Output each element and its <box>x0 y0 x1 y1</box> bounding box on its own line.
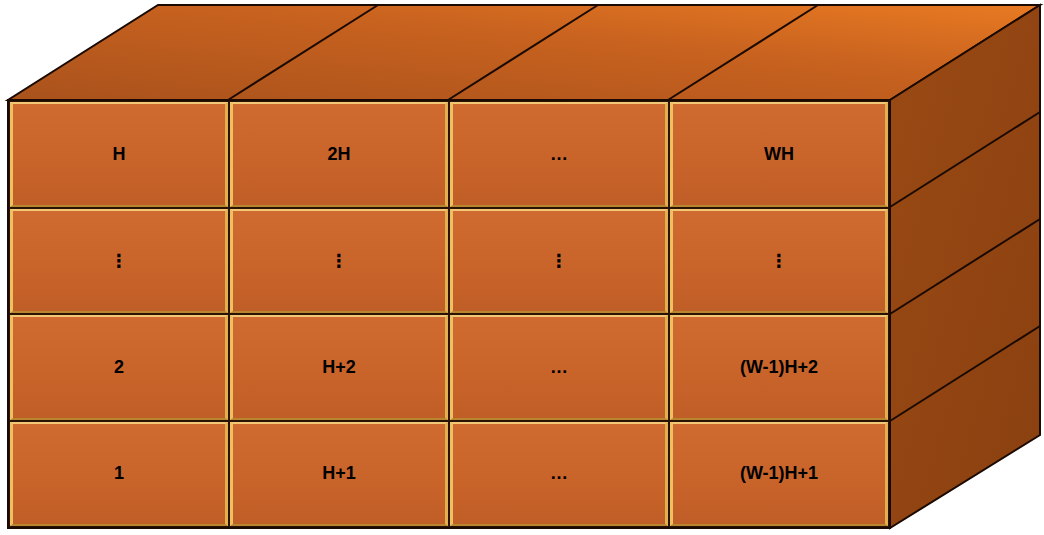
cell-label: 2H <box>327 144 350 165</box>
grid-cell: ⋮ <box>670 209 888 314</box>
grid-cell: H+1 <box>230 422 448 527</box>
cell-label: ⋮ <box>550 250 568 272</box>
grid-cell: ⋮ <box>450 209 668 314</box>
grid-cell: 2H <box>230 102 448 207</box>
grid-cell: WH <box>670 102 888 207</box>
cell-label: H+1 <box>322 463 356 484</box>
grid-cell: (W-1)H+2 <box>670 315 888 420</box>
cell-label: 1 <box>114 463 124 484</box>
cell-label: H+2 <box>322 357 356 378</box>
cell-label: ⋮ <box>770 250 788 272</box>
cell-label: … <box>550 463 568 484</box>
cell-label: (W-1)H+1 <box>740 463 818 484</box>
cell-label: … <box>550 357 568 378</box>
top-face <box>8 5 1040 100</box>
side-face <box>890 5 1040 528</box>
cell-label: WH <box>764 144 794 165</box>
grid-cell: 2 <box>10 315 228 420</box>
cell-label: H <box>113 144 126 165</box>
grid-cell: H <box>10 102 228 207</box>
grid-cell: ⋮ <box>230 209 448 314</box>
cell-label: ⋮ <box>110 250 128 272</box>
cell-label: 2 <box>114 357 124 378</box>
grid-cell: ⋮ <box>10 209 228 314</box>
grid-cell: … <box>450 315 668 420</box>
grid-cell: H+2 <box>230 315 448 420</box>
front-face <box>8 100 890 528</box>
side-dividers <box>890 112 1040 421</box>
cell-label: ⋮ <box>330 250 348 272</box>
cell-label: … <box>550 144 568 165</box>
grid-cell: 1 <box>10 422 228 527</box>
grid-cell: … <box>450 102 668 207</box>
grid-cell: (W-1)H+1 <box>670 422 888 527</box>
cell-label: (W-1)H+2 <box>740 357 818 378</box>
top-dividers <box>228 5 818 100</box>
grid-cell: … <box>450 422 668 527</box>
